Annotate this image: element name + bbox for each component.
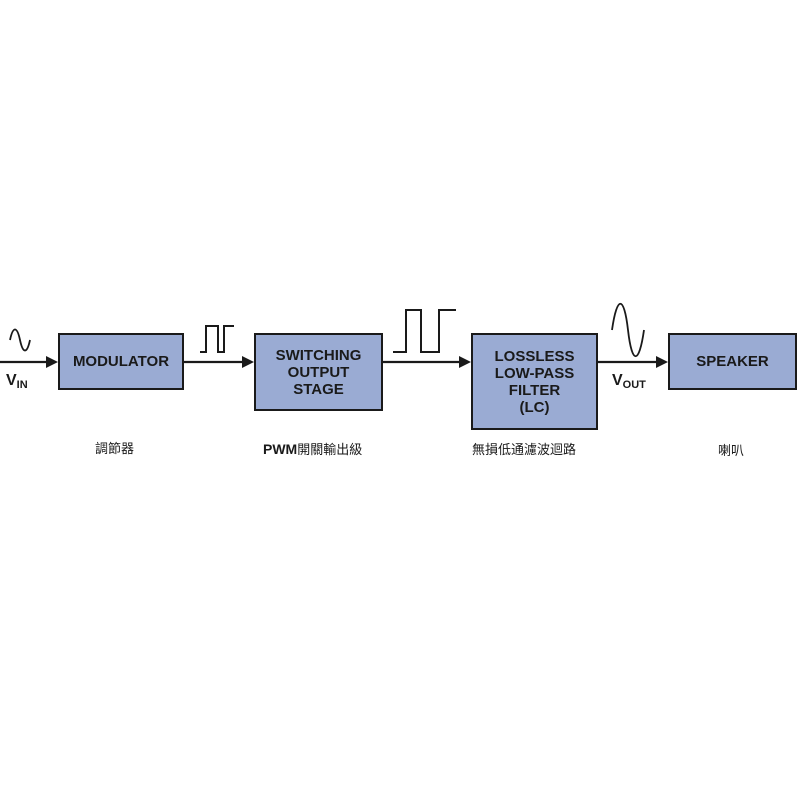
- pwm-pulse-small-icon: [200, 325, 234, 353]
- low-pass-filter-block: LOSSLESS LOW-PASS FILTER (LC): [471, 333, 598, 430]
- arrowhead-filter: [459, 356, 471, 368]
- vin-label: VIN: [6, 372, 28, 391]
- switching-caption: PWM開關輸出級: [263, 441, 363, 458]
- input-arrowhead: [46, 356, 58, 368]
- modulator-label: MODULATOR: [72, 353, 170, 370]
- speaker-label: SPEAKER: [696, 353, 769, 370]
- output-sine-icon: [611, 303, 645, 357]
- arrowhead-switch: [242, 356, 254, 368]
- switching-label: SWITCHING OUTPUT STAGE: [275, 346, 362, 398]
- vout-label: VOUT: [612, 372, 646, 391]
- input-sine-icon: [9, 328, 31, 352]
- modulator-block: MODULATOR: [58, 333, 184, 390]
- speaker-block: SPEAKER: [668, 333, 797, 390]
- speaker-caption: 喇叭: [718, 444, 745, 459]
- filter-label: LOSSLESS LOW-PASS FILTER (LC): [494, 347, 575, 416]
- pwm-pulse-large-icon: [393, 309, 456, 353]
- modulator-caption: 調節器: [95, 442, 135, 457]
- arrowhead-speaker: [656, 356, 668, 368]
- switching-output-stage-block: SWITCHING OUTPUT STAGE: [254, 333, 383, 411]
- filter-caption: 無損低通濾波迴路: [472, 443, 577, 458]
- pwm-prefix: PWM: [263, 441, 298, 457]
